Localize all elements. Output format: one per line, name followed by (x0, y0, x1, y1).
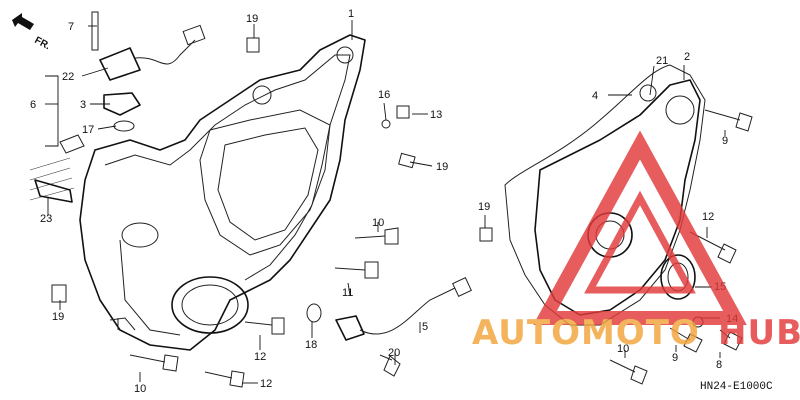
callout-1: 1 (348, 8, 354, 20)
callout-11: 11 (342, 287, 353, 299)
callout-17: 17 (82, 124, 94, 136)
watermark: AUTOMOTO HUB (472, 130, 800, 353)
callout-21: 21 (656, 55, 668, 67)
callout-12-lower-center: 12 (254, 351, 266, 363)
watermark-triangle-icon (533, 130, 747, 325)
callout-10-lower-right: 10 (617, 343, 629, 355)
callout-6: 6 (30, 99, 36, 111)
direction-label: FR. (33, 35, 53, 52)
callout-18: 18 (305, 339, 317, 351)
callout-10-lower-left: 10 (134, 383, 146, 395)
callout-20: 20 (388, 347, 400, 359)
watermark-text-hub: HUB (718, 313, 800, 353)
sensor-assembly-upper (34, 11, 206, 203)
callout-12-right: 12 (702, 211, 714, 223)
callout-19-top: 19 (246, 13, 258, 25)
callout-8: 8 (716, 359, 722, 371)
callout-3: 3 (80, 99, 86, 111)
sensor-assembly-lower (335, 277, 472, 377)
callout-23: 23 (40, 213, 52, 225)
callout-22: 22 (62, 71, 74, 83)
front-direction-arrow-icon: FR. (12, 13, 52, 52)
watermark-text-automoto: AUTOMOTO (472, 313, 700, 353)
callout-9-lower: 9 (672, 352, 678, 364)
callout-7: 7 (68, 21, 74, 33)
callout-9-upper: 9 (722, 135, 728, 147)
callout-19-middle: 19 (436, 161, 448, 173)
callout-19-left: 19 (52, 311, 64, 323)
drawing-code: HN24-E1000C (700, 381, 773, 393)
leader-lines (45, 20, 726, 384)
callout-2: 2 (684, 51, 690, 63)
callout-5: 5 (422, 321, 428, 333)
callout-16: 16 (378, 89, 390, 101)
rear-crankcase-cover (29, 34, 366, 351)
callout-4: 4 (592, 90, 598, 102)
callout-19-right: 19 (478, 201, 490, 213)
callout-13: 13 (430, 109, 442, 121)
callout-12-bottom: 12 (260, 378, 272, 390)
callout-10-middle: 10 (372, 217, 384, 229)
